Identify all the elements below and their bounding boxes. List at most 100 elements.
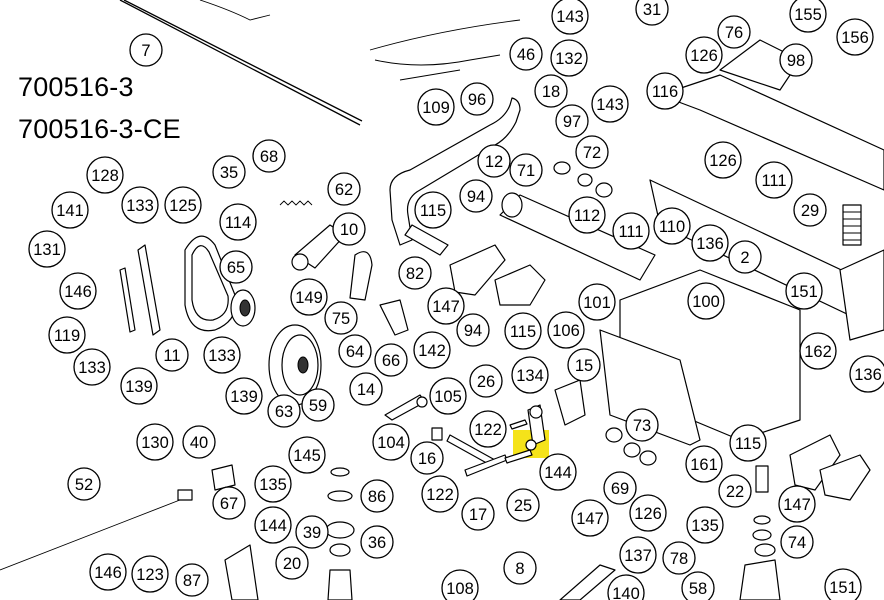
- callout-number: 146: [64, 283, 92, 301]
- callout-number: 114: [225, 214, 251, 232]
- callout-number: 115: [510, 323, 536, 341]
- callout-number: 147: [576, 510, 604, 528]
- callout-circle: [372, 423, 410, 461]
- callout-number: 144: [259, 517, 287, 535]
- callout-number: 98: [787, 52, 805, 70]
- callout-17: 17: [461, 497, 495, 531]
- callout-115: 115: [729, 424, 767, 462]
- callout-number: 18: [542, 83, 560, 101]
- callout-circle: [836, 18, 874, 56]
- callout-14: 14: [349, 372, 383, 406]
- callout-111: 111: [612, 212, 650, 250]
- callout-155: 155: [789, 0, 827, 33]
- callout-number: 115: [735, 435, 761, 453]
- callout-161: 161: [685, 445, 723, 483]
- callout-137: 137: [619, 536, 657, 574]
- callout-126: 126: [629, 494, 667, 532]
- callout-109: 109: [417, 88, 455, 126]
- callout-circle: [429, 377, 467, 415]
- callout-number: 11: [163, 347, 180, 365]
- callout-number: 134: [516, 367, 544, 385]
- callout-circle: [591, 85, 629, 123]
- callout-circle: [398, 256, 432, 290]
- callout-circle: [555, 104, 589, 138]
- callout-circle: [685, 445, 723, 483]
- callout-number: 73: [633, 417, 651, 435]
- callout-number: 108: [446, 580, 474, 598]
- callout-136: 136: [849, 355, 884, 393]
- callout-146: 146: [89, 553, 127, 591]
- callout-72: 72: [575, 135, 609, 169]
- callout-number: 16: [418, 450, 436, 468]
- callout-circle: [349, 372, 383, 406]
- callout-circle: [427, 287, 465, 325]
- callout-circle: [225, 377, 263, 415]
- callout-number: 146: [94, 564, 122, 582]
- callout-circle: [635, 0, 669, 26]
- callout-number: 26: [477, 373, 495, 391]
- callout-115: 115: [504, 312, 542, 350]
- callout-141: 141: [51, 191, 89, 229]
- callout-number: 74: [788, 534, 806, 552]
- callout-number: 135: [259, 476, 287, 494]
- callout-circle: [469, 364, 503, 398]
- callout-126: 126: [685, 36, 723, 74]
- callout-circle: [48, 316, 86, 354]
- callout-circle: [728, 240, 762, 274]
- callout-number: 63: [275, 403, 293, 421]
- callout-151: 151: [785, 272, 823, 310]
- callout-number: 17: [469, 506, 487, 524]
- callout-circle: [686, 506, 724, 544]
- callout-146: 146: [59, 272, 97, 310]
- callout-58: 58: [681, 571, 715, 600]
- callout-number: 94: [464, 322, 482, 340]
- callout-135: 135: [254, 465, 292, 503]
- callout-circle: [459, 179, 493, 213]
- callout-number: 156: [841, 29, 869, 47]
- callout-circle: [164, 186, 202, 224]
- callout-circle: [619, 536, 657, 574]
- callout-40: 40: [182, 425, 216, 459]
- callout-135: 135: [686, 506, 724, 544]
- callout-142: 142: [413, 331, 451, 369]
- callout-circle: [288, 436, 326, 474]
- callout-11: 11: [155, 338, 189, 372]
- callout-circle: [324, 301, 358, 335]
- callout-65: 65: [219, 250, 253, 284]
- callout-number: 162: [804, 343, 832, 361]
- callout-139: 139: [225, 377, 263, 415]
- callout-76: 76: [717, 15, 751, 49]
- callout-number: 143: [596, 96, 624, 114]
- callout-number: 115: [420, 202, 446, 220]
- callout-96: 96: [460, 82, 494, 116]
- callout-74: 74: [780, 525, 814, 559]
- callout-circle: [799, 332, 837, 370]
- callout-number: 69: [611, 480, 629, 498]
- callout-circle: [338, 334, 372, 368]
- callout-circle: [360, 525, 394, 559]
- callout-circle: [73, 348, 111, 386]
- callout-circle: [59, 272, 97, 310]
- callout-108: 108: [441, 569, 479, 600]
- callout-number: 112: [574, 207, 600, 225]
- callout-number: 25: [514, 497, 532, 515]
- callout-circle: [203, 336, 241, 374]
- callout-114: 114: [219, 203, 257, 241]
- callout-circle: [121, 186, 159, 224]
- callout-136: 136: [691, 224, 729, 262]
- washer-stack: [330, 467, 350, 477]
- callout-number: 109: [422, 99, 450, 117]
- callout-132: 132: [550, 39, 588, 77]
- bracket-plate: [137, 244, 161, 336]
- callout-116: 116: [646, 72, 684, 110]
- callout-number: 133: [78, 359, 106, 377]
- callout-144: 144: [539, 453, 577, 491]
- callout-number: 128: [91, 167, 119, 185]
- callout-number: 133: [126, 197, 154, 215]
- callout-circle: [374, 343, 408, 377]
- callout-circle: [551, 0, 589, 35]
- callout-number: 40: [190, 434, 208, 452]
- callout-97: 97: [555, 104, 589, 138]
- callout-circle: [780, 525, 814, 559]
- callout-number: 72: [583, 144, 601, 162]
